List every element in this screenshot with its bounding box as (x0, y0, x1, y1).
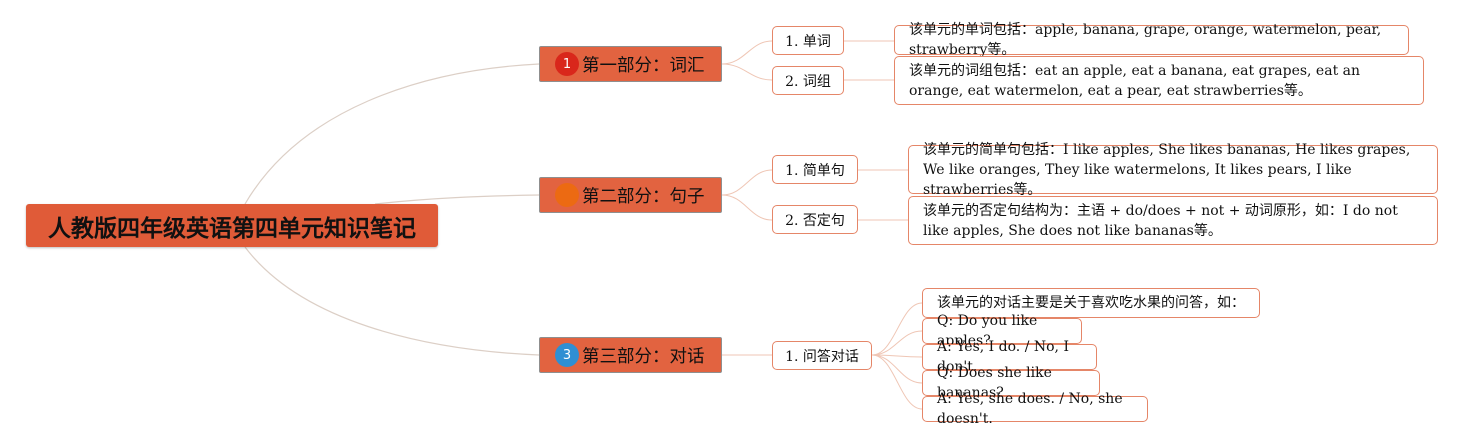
connector-branch-1-sub-1 (721, 40, 773, 65)
connector-root-branch-3 (244, 246, 540, 356)
sub-node-simple-sentences[interactable]: 1. 简单句 (772, 155, 858, 184)
connector-dialogue-leaf-2 (871, 330, 923, 356)
leaf-node-simple-sentences[interactable]: 该单元的简单句包括：I like apples, She likes banan… (908, 142, 1438, 198)
sub-label: 2. 否定句 (785, 212, 845, 229)
leaf-text: A: Yes, she does. / No, she doesn't. (937, 391, 1123, 427)
leaf-node-words[interactable]: 该单元的单词包括：apple, banana, grape, orange, w… (894, 22, 1409, 58)
connector-branch-2-sub-1 (721, 169, 773, 196)
leaf-text: 该单元的否定句结构为：主语 + do/does + not + 动词原形，如：I… (923, 202, 1398, 239)
connector-dialogue-leaf-3 (871, 354, 923, 358)
priority-3-icon: 3 (555, 343, 579, 367)
leaf-text: 该单元的单词包括：apple, banana, grape, orange, w… (909, 22, 1382, 58)
root-node[interactable]: 人教版四年级英语第四单元知识笔记 (26, 204, 438, 247)
branch-title: 第一部分：词汇 (582, 55, 705, 76)
connector-branch-1-sub-2 (721, 63, 773, 81)
sub-label: 1. 问答对话 (785, 348, 859, 365)
branch-node-vocabulary[interactable]: 1 第一部分：词汇 (539, 46, 722, 82)
connector-root-branch-2 (374, 194, 540, 205)
leaf-text: 该单元的对话主要是关于喜欢吃水果的问答，如： (937, 295, 1245, 311)
sub-label: 2. 词组 (785, 73, 831, 90)
leaf-node-dialogue-intro[interactable]: 该单元的对话主要是关于喜欢吃水果的问答，如： (922, 288, 1260, 318)
branch-title: 第三部分：对话 (582, 346, 705, 367)
sub-label: 1. 单词 (785, 33, 831, 50)
sub-node-qa-dialogue[interactable]: 1. 问答对话 (772, 341, 872, 370)
sub-label: 1. 简单句 (785, 162, 845, 179)
sub-node-negative-sentences[interactable]: 2. 否定句 (772, 205, 858, 234)
leaf-text: 该单元的简单句包括：I like apples, She likes banan… (923, 141, 1411, 198)
branch-node-dialogue[interactable]: 3 第三部分：对话 (539, 337, 722, 373)
sub-node-phrases[interactable]: 2. 词组 (772, 66, 844, 95)
priority-1-icon: 1 (555, 52, 579, 76)
root-title: 人教版四年级英语第四单元知识笔记 (48, 215, 416, 242)
sub-node-words[interactable]: 1. 单词 (772, 26, 844, 55)
connector-root-branch-1 (244, 63, 540, 205)
connector-dialogue-leaf-4 (871, 354, 923, 384)
branch-title: 第二部分：句子 (582, 186, 705, 207)
leaf-node-negative-sentences[interactable]: 该单元的否定句结构为：主语 + do/does + not + 动词原形，如：I… (908, 196, 1438, 245)
connector-dialogue-leaf-1 (871, 302, 923, 356)
connector-dialogue-leaf-5 (871, 354, 923, 410)
branch-node-sentences[interactable]: 第二部分：句子 (539, 177, 722, 213)
leaf-text: 该单元的词组包括：eat an apple, eat a banana, eat… (909, 62, 1361, 99)
priority-2-icon (555, 183, 579, 207)
leaf-node-dialogue-a2[interactable]: A: Yes, she does. / No, she doesn't. (922, 391, 1148, 427)
leaf-node-phrases[interactable]: 该单元的词组包括：eat an apple, eat a banana, eat… (894, 56, 1424, 105)
connector-branch-2-sub-2 (721, 194, 773, 221)
